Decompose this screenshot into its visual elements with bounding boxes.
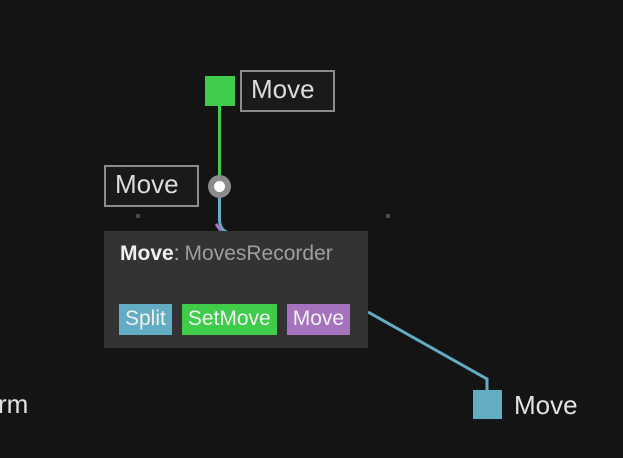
chip-setmove[interactable]: SetMove: [181, 304, 277, 335]
left-move-label[interactable]: Move: [104, 165, 199, 207]
info-card-title: Move:MovesRecorder: [120, 243, 333, 264]
junction-core-icon: [214, 181, 225, 192]
node-info-card[interactable]: Move:MovesRecorder Split SetMove Move: [104, 231, 368, 348]
info-card-title-value: MovesRecorder: [184, 242, 333, 265]
cyan-move-label[interactable]: Move: [514, 390, 578, 420]
edge-junction-node[interactable]: [208, 175, 231, 198]
info-card-chip-row: Split SetMove Move: [119, 304, 351, 335]
edge-teal-to-cyan-move: [367, 310, 489, 392]
grid-dot: [386, 214, 390, 218]
chip-split[interactable]: Split: [119, 304, 172, 335]
info-card-title-key: Move: [120, 242, 174, 265]
clipped-left-node-label[interactable]: rm: [0, 389, 29, 419]
cyan-move-handle[interactable]: [473, 390, 502, 419]
edge-teal-into-card: [218, 196, 232, 235]
chip-move[interactable]: Move: [286, 304, 351, 335]
green-move-handle[interactable]: [205, 76, 235, 106]
info-card-title-colon: :: [173, 242, 180, 265]
green-move-label[interactable]: Move: [240, 70, 335, 112]
edge-purple-stub: [214, 223, 223, 232]
grid-dot: [136, 214, 140, 218]
